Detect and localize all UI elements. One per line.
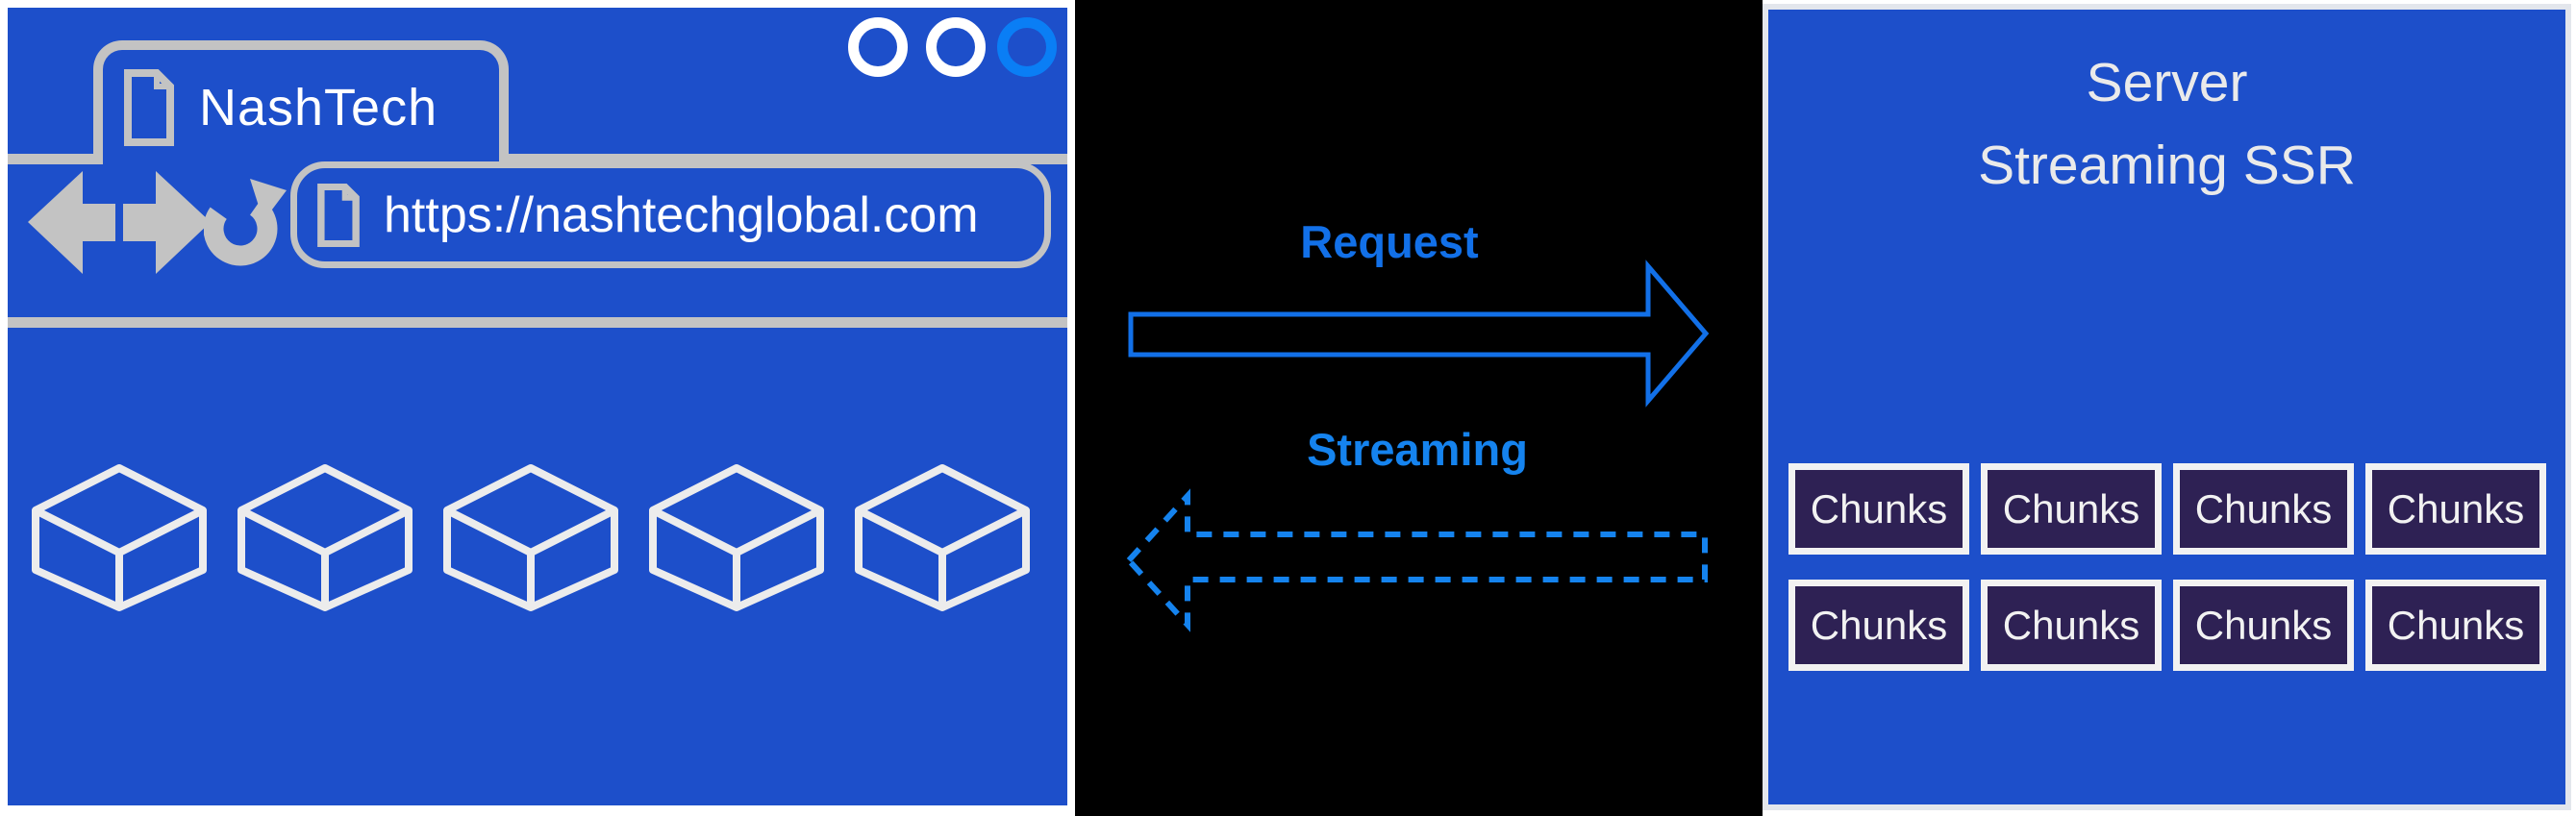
chunk-box: Chunks [1788, 580, 1969, 671]
browser-tab[interactable]: NashTech [93, 40, 509, 164]
cube-icon [238, 464, 413, 611]
url-text: https://nashtechglobal.com [384, 186, 979, 243]
flow-area: Request Streaming [1075, 0, 1763, 816]
page-icon [124, 68, 174, 146]
forward-arrow-icon [123, 171, 211, 274]
chunk-box: Chunks [2365, 580, 2546, 671]
back-arrow-icon [28, 171, 115, 274]
window-control-active-icon[interactable] [997, 17, 1057, 77]
chunk-box: Chunks [1788, 463, 1969, 555]
browser-window: NashTech https://nashtechglobal.com [8, 8, 1067, 805]
page-icon [317, 183, 360, 247]
cube-icon [443, 464, 618, 611]
refresh-button[interactable] [204, 179, 288, 269]
request-arrow-icon [1128, 260, 1710, 408]
server-title-line1: Server [2086, 52, 2248, 113]
server-title-line2: Streaming SSR [1978, 134, 2356, 196]
cube-icon [32, 464, 207, 611]
cube-icon [649, 464, 824, 611]
chunk-box: Chunks [1981, 580, 2162, 671]
tab-title: NashTech [199, 78, 438, 136]
window-control-icon[interactable] [848, 17, 908, 77]
request-label: Request [1300, 216, 1479, 267]
refresh-arrowhead-icon [250, 179, 287, 221]
cube-icon [855, 464, 1030, 611]
chunk-box: Chunks [2365, 463, 2546, 555]
chunks-grid: Chunks Chunks Chunks Chunks Chunks Chunk… [1788, 463, 2546, 671]
chunk-box: Chunks [2173, 463, 2354, 555]
streaming-label: Streaming [1307, 424, 1528, 475]
back-forward-buttons[interactable] [28, 171, 211, 274]
chunk-box: Chunks [2173, 580, 2354, 671]
tab-strip-line [8, 154, 1067, 164]
url-bar[interactable]: https://nashtechglobal.com [290, 161, 1051, 268]
window-control-icon[interactable] [926, 17, 986, 77]
streaming-arrow-icon [1124, 488, 1708, 632]
server-box: Server Streaming SSR Chunks Chunks Chunk… [1763, 4, 2571, 810]
chunk-box: Chunks [1981, 463, 2162, 555]
toolbar-divider [8, 317, 1067, 328]
server-title: Server Streaming SSR [1768, 42, 2565, 207]
